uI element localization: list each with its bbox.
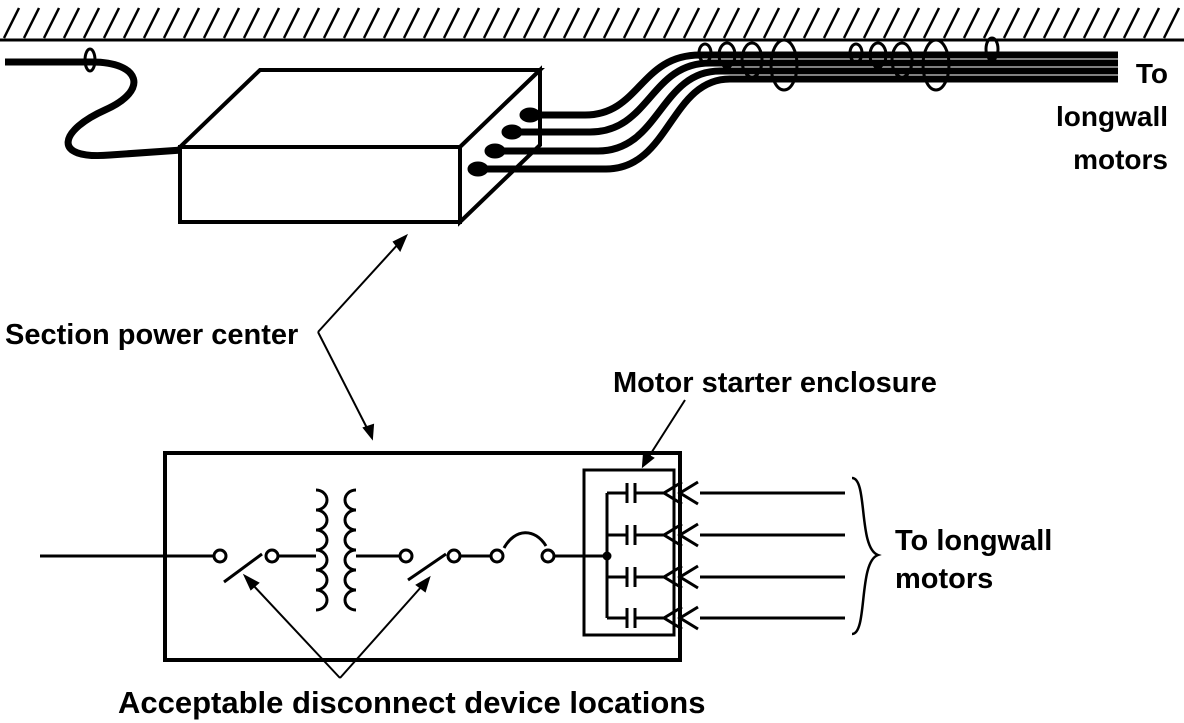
hatch-mark [842,7,861,39]
disconnect-switch-2 [398,548,491,582]
hatch-mark [322,7,341,39]
motor-feed-lines [700,491,845,620]
disconnect-arrowhead-2 [415,575,431,593]
hatch-mark [202,7,221,39]
hatch-mark [342,7,361,39]
hatch-mark [542,7,561,39]
hatch-mark [382,7,401,39]
box-front-face [178,145,462,224]
hatch-mark [122,7,141,39]
hatch-mark [462,7,481,39]
hatch-mark [942,7,961,39]
section-power-center-box [175,65,545,227]
hatch-mark [82,7,101,39]
hatch-mark [42,7,61,39]
cable-3 [495,67,1118,155]
hatch-mark [762,7,781,39]
mine-roof [0,7,1184,42]
hatch-mark [662,7,681,39]
plug-connectors [661,480,699,631]
hatch-mark [882,7,901,39]
hatch-mark [1062,7,1081,39]
to-longwall-motors-top-line2: longwall [1056,101,1168,132]
hatch-mark [1102,7,1121,39]
hatch-mark [902,7,921,39]
cable-2 [512,59,1118,136]
hatch-mark [482,7,501,39]
hatch-mark [702,7,721,39]
cable-1 [530,51,1118,119]
schematic-power-center [40,451,882,662]
contactors [607,483,664,628]
circuit-breaker-icon [489,531,607,564]
hatch-mark [742,7,761,39]
hatch-mark [262,7,281,39]
to-longwall-motors-top-line1: To [1136,58,1168,89]
hatch-mark [642,7,661,39]
hatch-mark [282,7,301,39]
to-longwall-motors-top-line3: motors [1073,144,1168,175]
hatch-mark [102,7,121,39]
hatch-mark [1002,7,1021,39]
hatch-mark [682,7,701,39]
section-power-center-leaders [317,233,408,441]
hatch-mark [22,7,41,39]
hatch-mark [622,7,641,39]
disconnect-arrowhead-1 [242,573,260,591]
disconnect-leaders [242,573,431,679]
hatch-mark [242,7,261,39]
hatch-mark [182,7,201,39]
motor-starter-enclosure-label: Motor starter enclosure [613,367,937,399]
roof-hatching [2,7,1181,39]
to-longwall-motors-bottom-line1: To longwall [895,525,1052,557]
disconnect-switch-1 [212,548,316,584]
hatch-mark [722,7,741,39]
acceptable-disconnect-label: Acceptable disconnect device locations [118,685,705,720]
hatch-mark [422,7,441,39]
hatch-mark [1022,7,1041,39]
hatch-mark [142,7,161,39]
hatch-mark [2,7,21,39]
hatch-mark [442,7,461,39]
hatch-mark [162,7,181,39]
hatch-mark [982,7,1001,39]
cable-hangers [697,36,1000,92]
hatch-mark [222,7,241,39]
hatch-mark [1162,7,1181,39]
cable-4 [478,75,1118,173]
hatch-mark [822,7,841,39]
motor-starter-arrowhead [641,451,655,469]
hatch-mark [602,7,621,39]
hatch-mark [362,7,381,39]
leader-arrowhead-top [392,233,408,252]
cable-hanger [83,47,97,73]
hatch-mark [1042,7,1061,39]
hatch-mark [802,7,821,39]
hatch-mark [1082,7,1101,39]
brace-icon [851,476,882,636]
hatch-mark [862,7,881,39]
hatch-mark [62,7,81,39]
hatch-mark [922,7,941,39]
hatch-mark [522,7,541,39]
hatch-mark [962,7,981,39]
hatch-mark [402,7,421,39]
hatch-mark [562,7,581,39]
incoming-power-cable [5,47,183,160]
hatch-mark [502,7,521,39]
hatch-mark [1142,7,1161,39]
leader-arrowhead-bottom [362,423,375,441]
hatch-mark [1122,7,1141,39]
to-longwall-motors-bottom-line2: motors [895,563,993,595]
transformer-icon [315,488,357,612]
outgoing-cables [478,51,1118,173]
section-power-center-label: Section power center [5,319,298,351]
hatch-mark [582,7,601,39]
hatch-mark [302,7,321,39]
motor-starter-enclosure [582,468,676,637]
motor-starter-leader [641,399,686,469]
hatch-mark [782,7,801,39]
